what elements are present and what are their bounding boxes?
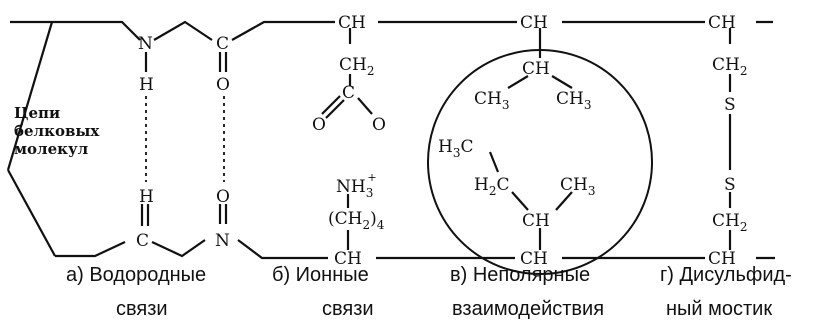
atom-ch2-ds-top: CH2 <box>712 55 747 78</box>
left-bracket-top <box>6 21 54 171</box>
bottom-chain-seg-3 <box>237 239 328 260</box>
caption-b-line-2: связи <box>322 298 374 320</box>
atom-o-bottom: O <box>216 187 230 207</box>
bottom-chain-seg-1 <box>55 241 126 258</box>
atom-ch-isopropyl: CH <box>522 59 550 79</box>
atom-ch3-right: CH3 <box>556 89 591 112</box>
caption-a-line-2: связи <box>116 298 168 320</box>
atom-c-carboxyl: C <box>342 83 355 103</box>
ionic-co-double-b <box>325 99 345 119</box>
np-ch3-ch <box>555 191 573 211</box>
atom-s-bottom: S <box>724 175 736 195</box>
atom-o-top: O <box>216 75 230 95</box>
atom-n-bottom: N <box>215 231 230 251</box>
side-label-line-3: молекул <box>14 140 89 158</box>
atom-ch-ionic-bottom: CH <box>334 249 362 269</box>
bond-lines <box>6 20 775 260</box>
atom-ch2-ionic: CH2 <box>339 55 374 78</box>
atom-nh3: NH3+ <box>336 171 377 200</box>
atom-ch2-ds-bottom: CH2 <box>712 211 747 234</box>
hydrogen-bonds <box>145 96 225 182</box>
atom-n-top: N <box>138 34 153 54</box>
ionic-bond-atoms: CH CH2 C O O NH3+ (CH2)4 CH <box>312 13 386 269</box>
atom-ch-ds-top: CH <box>708 13 736 33</box>
atom-h-top: H <box>139 75 154 95</box>
caption-a-line-1: а) Водородные <box>66 264 206 286</box>
atom-s-top: S <box>724 95 736 115</box>
bottom-chain-seg-2 <box>151 239 206 258</box>
atom-ch-ds-bottom: CH <box>708 249 736 269</box>
atom-ch3-lower: CH3 <box>560 175 595 198</box>
atom-ch-ionic-top: CH <box>338 13 366 33</box>
caption-b-line-1: б) Ионные <box>272 264 369 286</box>
ionic-co-single <box>357 97 373 115</box>
caption-d-line-2: ный мостик <box>666 298 772 320</box>
atom-h-bottom: H <box>139 187 154 207</box>
nonpolar-interaction-circle <box>427 49 653 275</box>
atom-o-carboxyl-2: O <box>372 115 386 135</box>
nonpolar-atoms: CH CH CH3 CH3 H3C H2C CH3 CH CH <box>438 13 595 269</box>
top-chain-seg-3 <box>231 20 335 41</box>
atom-c-top: C <box>216 34 229 54</box>
side-label: Цепи белковых молекул <box>14 104 100 158</box>
np-h2c-ch <box>511 191 529 211</box>
top-chain-seg-2 <box>153 20 213 41</box>
atom-ch-np-bottom: CH <box>520 249 548 269</box>
caption-c-line-1: в) Неполярные <box>450 264 590 286</box>
atom-o-carboxyl-1: O <box>312 115 326 135</box>
atom-ch-np-top: CH <box>520 13 548 33</box>
caption-c-line-2: взаимодействия <box>452 298 604 320</box>
captions: а) Водородные связи б) Ионные связи в) Н… <box>66 264 792 320</box>
np-h3c-h2c <box>488 151 500 173</box>
atom-ch3-left: CH3 <box>474 89 509 112</box>
disulfide-atoms: CH CH2 S S CH2 CH <box>708 13 747 269</box>
ionic-co-double-a <box>321 95 341 115</box>
caption-d-line-1: г) Дисульфид- <box>660 264 792 286</box>
side-label-line-1: Цепи <box>14 104 60 122</box>
side-label-line-2: белковых <box>14 122 100 140</box>
np-top-right <box>551 75 573 89</box>
np-top-left <box>507 75 529 89</box>
left-bracket-bottom <box>7 169 56 257</box>
atom-c-bottom: C <box>136 231 149 251</box>
hydrogen-bond-atoms: N H H C C O O N <box>136 34 230 251</box>
atom-ch-lower: CH <box>522 211 550 231</box>
atom-h3c: H3C <box>438 137 473 160</box>
atom-h2c: H2C <box>474 175 509 198</box>
top-chain-seg-1 <box>52 20 141 41</box>
atom-ch2-4: (CH2)4 <box>328 209 385 232</box>
